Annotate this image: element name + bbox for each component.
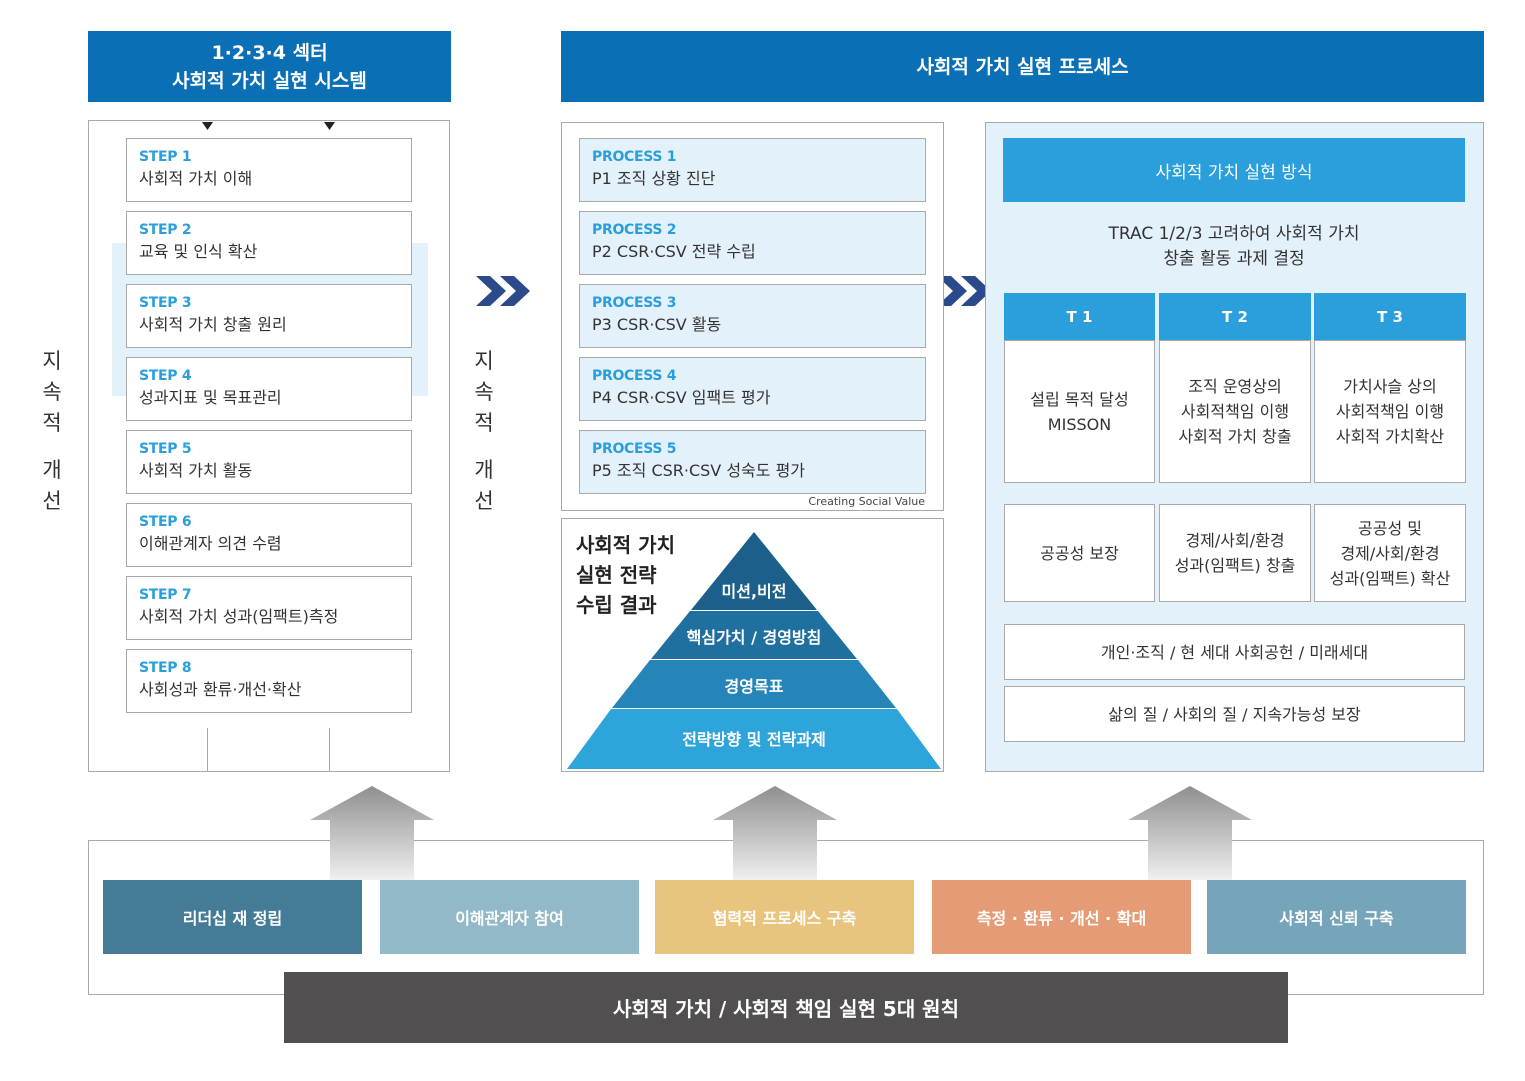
- step-1: STEP 1 사회적 가치 이해: [126, 138, 412, 202]
- side-char: 지: [474, 349, 494, 373]
- step-text: 사회적 가치 성과(임팩트)측정: [139, 607, 339, 626]
- track-1-head: T 1: [1004, 293, 1155, 341]
- strategy-pyramid: [567, 532, 941, 769]
- step-text: 사회적 가치 이해: [139, 169, 253, 188]
- pyramid-label-1: 미션,비전: [721, 582, 787, 601]
- system-header-line-1: 1·2·3·4 섹터: [211, 41, 328, 64]
- process-3: PROCESS 3 P3 CSR·CSV 활동: [579, 284, 926, 348]
- process-header: 사회적 가치 실현 프로세스: [561, 31, 1484, 102]
- step-tag: STEP 8: [139, 660, 192, 676]
- principles-footer: 사회적 가치 / 사회적 책임 실현 5대 원칙: [284, 972, 1288, 1043]
- track-3-head: T 3: [1314, 293, 1466, 341]
- up-arrow-icon: [713, 786, 837, 880]
- principle-process: 협력적 프로세스 구축: [655, 880, 914, 954]
- strategy-title-line: 수립 결과: [576, 593, 657, 617]
- down-arrow-icon: [324, 122, 335, 130]
- loop-line-left: [207, 728, 208, 772]
- principle-stakeholder: 이해관계자 참여: [380, 880, 639, 954]
- side-char: 적: [42, 411, 62, 435]
- step-text: 교육 및 인식 확산: [139, 242, 258, 261]
- step-tag: STEP 5: [139, 441, 192, 457]
- process-tag: PROCESS 1: [592, 149, 677, 165]
- step-6: STEP 6 이해관계자 의견 수렴: [126, 503, 412, 567]
- process-tag: PROCESS 5: [592, 441, 677, 457]
- side-char: 개: [42, 458, 62, 482]
- method-subtitle: TRAC 1/2/3 고려하여 사회적 가치 창출 활동 과제 결정: [1003, 222, 1465, 272]
- process-text: P4 CSR·CSV 임팩트 평가: [592, 388, 771, 407]
- step-text: 이해관계자 의견 수렴: [139, 534, 282, 553]
- pyramid-tier-2: [651, 611, 857, 659]
- pyramid-label-3: 경영목표: [724, 677, 784, 696]
- track-2-bottom: 경제/사회/환경 성과(임팩트) 창출: [1159, 504, 1311, 602]
- pyramid-label-2: 핵심가치 / 경영방침: [686, 628, 822, 647]
- process-text: P3 CSR·CSV 활동: [592, 315, 722, 334]
- step-text: 사회적 가치 활동: [139, 461, 253, 480]
- side-char: 속: [42, 380, 62, 404]
- track-1-bottom: 공공성 보장: [1004, 504, 1155, 602]
- step-tag: STEP 4: [139, 368, 192, 384]
- strategy-title-line: 사회적 가치: [576, 533, 675, 557]
- step-8: STEP 8 사회성과 환류·개선·확산: [126, 649, 412, 713]
- step-5: STEP 5 사회적 가치 활동: [126, 430, 412, 494]
- method-title: 사회적 가치 실현 방식: [1003, 138, 1465, 202]
- middle-side-label: 지 속 적 개 선: [469, 346, 499, 517]
- left-side-label: 지 속 적 개 선: [37, 346, 67, 517]
- pyramid-tier-1: [691, 532, 817, 610]
- system-header-line-2: 사회적 가치 실현 시스템: [172, 69, 367, 92]
- side-char: 지: [42, 349, 62, 373]
- step-tag: STEP 2: [139, 222, 192, 238]
- track-2-body: 조직 운영상의 사회적책임 이행 사회적 가치 창출: [1159, 340, 1311, 483]
- step-tag: STEP 3: [139, 295, 192, 311]
- step-text: 사회성과 환류·개선·확산: [139, 680, 302, 699]
- track-2-head: T 2: [1159, 293, 1311, 341]
- pyramid-tier-3: [612, 660, 896, 708]
- step-text: 성과지표 및 목표관리: [139, 388, 282, 407]
- step-tag: STEP 1: [139, 149, 192, 165]
- double-chevron-right-icon: [476, 276, 530, 306]
- step-2: STEP 2 교육 및 인식 확산: [126, 211, 412, 275]
- track-1-body: 설립 목적 달성 MISSON: [1004, 340, 1155, 483]
- pyramid-tier-4: [567, 709, 941, 769]
- process-tag: PROCESS 2: [592, 222, 677, 238]
- side-char: 개: [474, 458, 494, 482]
- method-subtitle-line: 창출 활동 과제 결정: [1163, 249, 1305, 269]
- process-text: P2 CSR·CSV 전략 수립: [592, 242, 756, 261]
- process-2: PROCESS 2 P2 CSR·CSV 전략 수립: [579, 211, 926, 275]
- track-3-body: 가치사슬 상의 사회적책임 이행 사회적 가치확산: [1314, 340, 1466, 483]
- loop-line-right: [329, 728, 330, 772]
- step-3: STEP 3 사회적 가치 창출 원리: [126, 284, 412, 348]
- process-tag: PROCESS 4: [592, 368, 677, 384]
- process-tag: PROCESS 3: [592, 295, 677, 311]
- strategy-title-line: 실현 전략: [576, 563, 657, 587]
- side-char: 선: [42, 489, 62, 513]
- step-tag: STEP 6: [139, 514, 192, 530]
- system-header: 1·2·3·4 섹터 사회적 가치 실현 시스템: [88, 31, 451, 102]
- process-1: PROCESS 1 P1 조직 상황 진단: [579, 138, 926, 202]
- down-arrow-icon: [202, 122, 213, 130]
- up-arrow-icon: [310, 786, 434, 880]
- step-7: STEP 7 사회적 가치 성과(임팩트)측정: [126, 576, 412, 640]
- process-5: PROCESS 5 P5 조직 CSR·CSV 성숙도 평가: [579, 430, 926, 494]
- step-tag: STEP 7: [139, 587, 192, 603]
- process-4: PROCESS 4 P4 CSR·CSV 임팩트 평가: [579, 357, 926, 421]
- method-row-2: 삶의 질 / 사회의 질 / 지속가능성 보장: [1004, 686, 1465, 742]
- side-char: 속: [474, 380, 494, 404]
- side-char: 선: [474, 489, 494, 513]
- method-subtitle-line: TRAC 1/2/3 고려하여 사회적 가치: [1108, 224, 1360, 244]
- process-text: P5 조직 CSR·CSV 성숙도 평가: [592, 461, 806, 480]
- principle-trust: 사회적 신뢰 구축: [1207, 880, 1466, 954]
- process-text: P1 조직 상황 진단: [592, 169, 716, 188]
- side-char: 적: [474, 411, 494, 435]
- strategy-title: 사회적 가치 실현 전략 수립 결과: [576, 530, 675, 620]
- principle-measure: 측정 · 환류 · 개선 · 확대: [932, 880, 1191, 954]
- step-4: STEP 4 성과지표 및 목표관리: [126, 357, 412, 421]
- principle-leadership: 리더십 재 정립: [103, 880, 362, 954]
- pyramid-label-4: 전략방향 및 전략과제: [682, 730, 826, 749]
- method-row-1: 개인·조직 / 현 세대 사회공헌 / 미래세대: [1004, 624, 1465, 680]
- up-arrow-icon: [1128, 786, 1252, 880]
- process-caption: Creating Social Value: [808, 495, 925, 508]
- step-text: 사회적 가치 창출 원리: [139, 315, 287, 334]
- track-3-bottom: 공공성 및 경제/사회/환경 성과(임팩트) 확산: [1314, 504, 1466, 602]
